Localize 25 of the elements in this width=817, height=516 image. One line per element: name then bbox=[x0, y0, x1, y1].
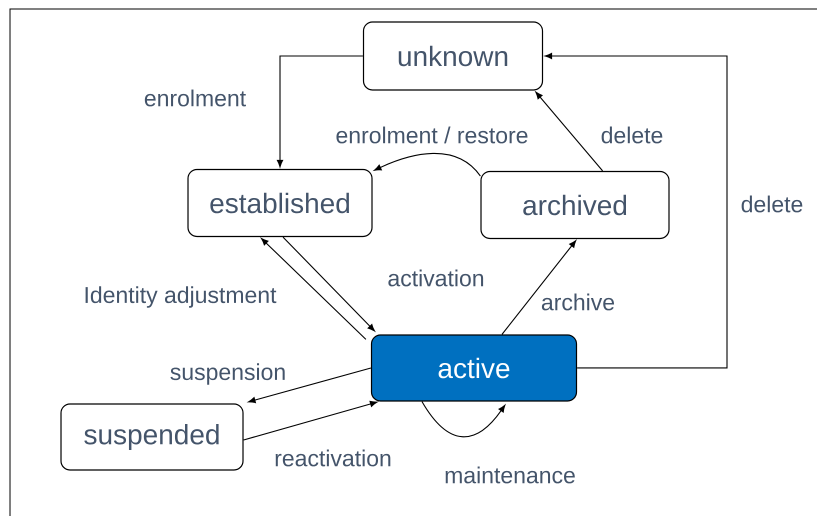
edge-label: Identity adjustment bbox=[86, 286, 276, 308]
edge-label: activation bbox=[388, 270, 484, 286]
edge-label: delete bbox=[742, 196, 802, 212]
edge-label: enrolment / restore bbox=[336, 126, 528, 144]
arrow bbox=[261, 238, 366, 340]
arrow bbox=[374, 152, 481, 176]
arrow bbox=[248, 367, 372, 404]
edge-label: archive bbox=[542, 294, 614, 310]
state-box: suspended bbox=[60, 403, 244, 471]
arrow bbox=[535, 92, 604, 172]
edge-label: suspension bbox=[170, 363, 285, 385]
arrow bbox=[422, 401, 506, 438]
state-box: archived bbox=[480, 170, 670, 240]
state-box: established bbox=[187, 168, 373, 238]
edge-label: delete bbox=[602, 126, 662, 144]
state-box: unknown bbox=[362, 21, 544, 91]
arrow bbox=[282, 236, 375, 332]
edge-label: reactivation bbox=[276, 450, 390, 466]
arrow bbox=[276, 55, 363, 168]
active-state-box: active bbox=[370, 334, 578, 402]
arrow bbox=[243, 400, 378, 441]
arrow bbox=[502, 240, 576, 335]
edge-label: enrolment bbox=[144, 90, 246, 106]
edge-label: maintenance bbox=[446, 466, 575, 484]
arrow bbox=[544, 52, 728, 369]
